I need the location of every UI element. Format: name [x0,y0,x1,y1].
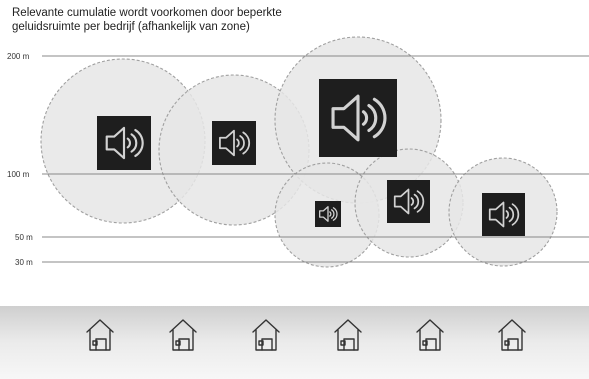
speaker-icon [319,79,397,157]
house-icon [498,319,526,351]
speaker-icon [212,121,256,165]
houses [86,319,526,351]
distance-label-100: 100 m [7,170,30,179]
house-icon [334,319,362,351]
distance-label-50: 50 m [15,233,33,242]
house-icon [252,319,280,351]
noise-sources [97,79,525,236]
speaker-icon [315,201,341,227]
speaker-icon [97,116,151,170]
distance-label-200: 200 m [7,52,30,61]
speaker-icon [482,193,525,236]
house-icon [86,319,114,351]
distance-lines [42,55,589,263]
diagram-title-line-1: Relevante cumulatie wordt voorkomen door… [12,7,282,19]
house-icon [169,319,197,351]
ground-band [0,306,589,379]
distance-labels: 200 m 100 m 50 m 30 m [7,52,33,267]
diagram-title-line-2: geluidsruimte per bedrijf (afhankelijk v… [12,21,250,33]
house-icon [416,319,444,351]
diagram-title: Relevante cumulatie wordt voorkomen door… [12,6,452,34]
distance-label-30: 30 m [15,258,33,267]
speaker-icon [387,180,430,223]
